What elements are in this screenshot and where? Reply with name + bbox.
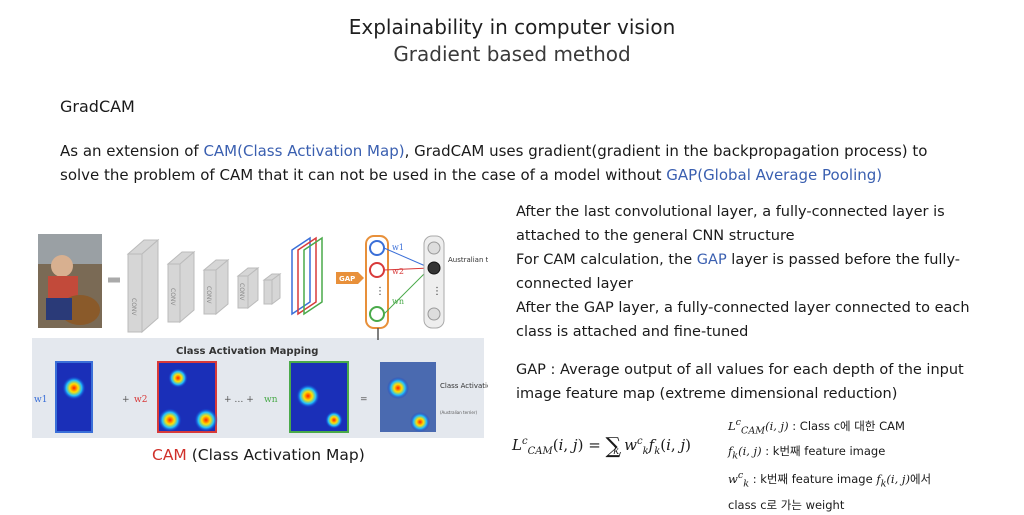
result-label: Class Activation Map	[440, 382, 488, 390]
note-4: class c로 가는 weight	[728, 497, 845, 512]
figure-caption: CAM (Class Activation Map)	[152, 446, 365, 464]
note-1: LcCAM(i, j) : Class c에 대한 CAM	[728, 417, 905, 437]
slide-subtitle: Gradient based method	[393, 42, 631, 66]
formula-notes: LcCAM(i, j) : Class c에 대한 CAM fk(i, j) :…	[728, 413, 931, 515]
section-heading: GradCAM	[60, 97, 135, 116]
gap-neurons: ⋮	[369, 240, 385, 322]
gap-label: GAP	[339, 275, 355, 283]
output-neurons: ⋮	[427, 241, 442, 321]
note-3: wck : k번째 feature image fk(i, j)에서	[728, 470, 932, 490]
svg-text:+ … +: + … +	[224, 395, 254, 405]
cam-formula: LcCAM(i, j) = ∑k wckfk(i, j)	[512, 434, 691, 459]
output-layer	[423, 235, 445, 329]
svg-text:w2: w2	[392, 267, 404, 276]
mapping-operators: w1 + w2 + … + wn =	[34, 395, 368, 405]
svg-text:CONV: CONV	[169, 288, 176, 306]
intro-text-1: As an extension of	[60, 142, 204, 160]
class-label: Australian terrier	[448, 256, 488, 264]
mapping-title: Class Activation Mapping	[176, 346, 318, 357]
svg-text:+: +	[122, 395, 130, 405]
gap-definition: GAP : Average output of all values for e…	[516, 362, 964, 402]
description-line-1: After the last convolutional layer, a fu…	[516, 204, 945, 244]
weight-connections	[383, 247, 431, 315]
svg-text:⋮: ⋮	[375, 286, 385, 297]
gap-neuron-box	[365, 235, 389, 329]
svg-text:wn: wn	[392, 297, 404, 306]
svg-text:w2: w2	[134, 395, 147, 405]
conv-blocks	[126, 238, 282, 334]
conv-labels: CONV CONV CONV CONV	[130, 283, 245, 316]
feature-maps	[291, 236, 323, 316]
cam-term: CAM(Class Activation Map)	[203, 142, 405, 160]
cam-description: After the last convolutional layer, a fu…	[516, 200, 1006, 344]
cam-architecture-figure: CONV CONV CONV CONV GAP ⋮ w1 w2	[28, 228, 513, 440]
note-2: fk(i, j) : k번째 feature image	[728, 444, 886, 462]
caption-rest: (Class Activation Map)	[186, 446, 365, 464]
svg-text:CONV: CONV	[238, 283, 245, 301]
input-dog-photo	[38, 234, 102, 328]
svg-text:w1: w1	[392, 243, 404, 252]
heatmaps	[55, 361, 436, 433]
intro-paragraph: As an extension of CAM(Class Activation …	[60, 139, 960, 187]
svg-text:⋮: ⋮	[432, 286, 442, 297]
intro-text-2: , GradCAM uses gradient(gradient in the …	[60, 142, 928, 184]
gap-arrow	[336, 272, 364, 284]
svg-text:wn: wn	[264, 395, 278, 405]
weight-labels: w1 w2 wn	[392, 243, 404, 306]
slide-title: Explainability in computer vision	[348, 15, 676, 39]
svg-text:w1: w1	[34, 395, 47, 405]
description-line-3: After the GAP layer, a fully-connected l…	[516, 300, 970, 340]
gap-term: GAP(Global Average Pooling)	[666, 166, 883, 184]
caption-cam: CAM	[152, 446, 187, 464]
cam-diagram-svg: CONV CONV CONV CONV GAP ⋮ w1 w2	[32, 234, 513, 438]
description-line-2: For CAM calculation, the GAP layer is pa…	[516, 252, 961, 292]
svg-text:CONV: CONV	[130, 298, 137, 316]
result-sublabel: (Australian terrier)	[440, 410, 478, 415]
svg-text:=: =	[360, 395, 368, 405]
svg-text:CONV: CONV	[205, 286, 212, 304]
